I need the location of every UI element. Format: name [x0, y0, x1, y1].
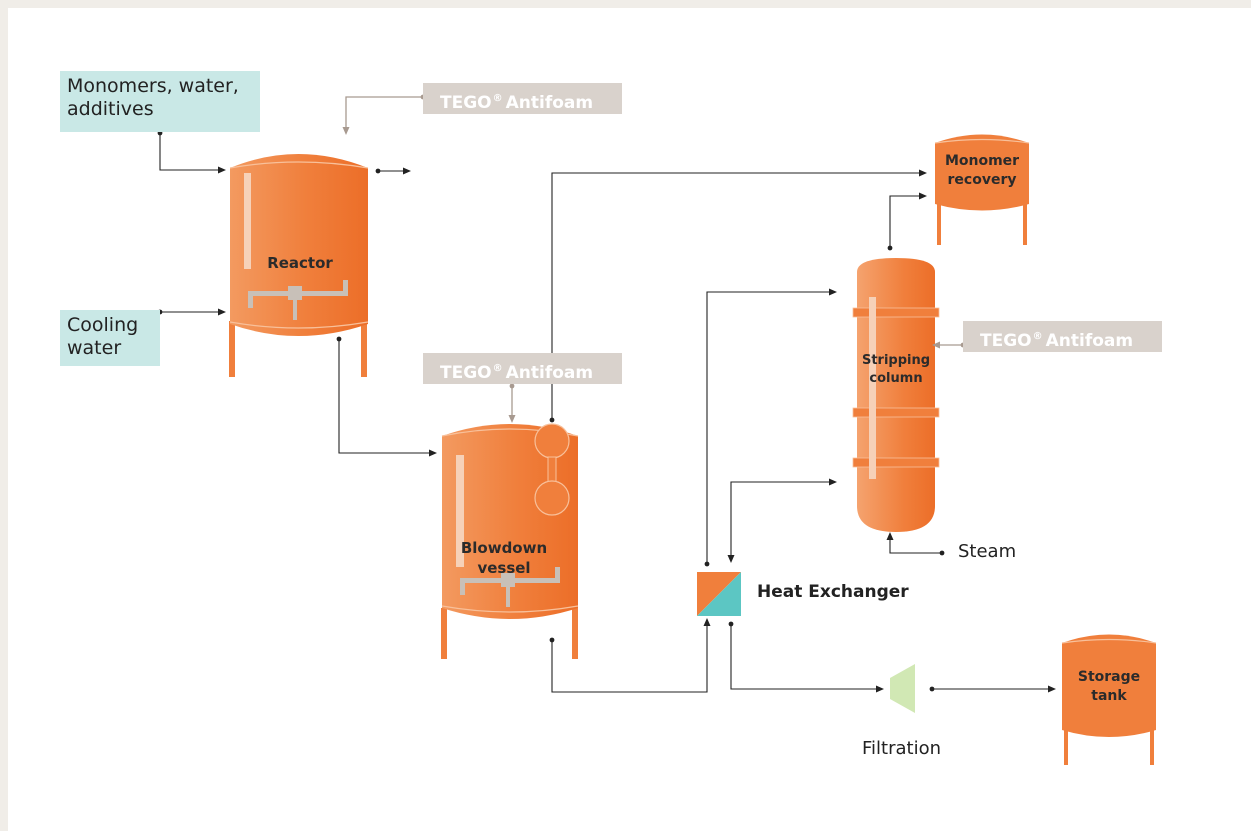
monomers-input-box: Monomers, water, additives [60, 71, 260, 132]
registered-mark: ® [1032, 331, 1043, 342]
stripping-column [852, 258, 940, 532]
registered-mark: ® [492, 93, 503, 104]
process-lines [159, 133, 1050, 693]
storage-label-line1: Storage [1077, 669, 1141, 685]
reactor-vessel [229, 154, 369, 377]
blowdown-vessel [441, 423, 579, 659]
monomer-recovery-label: Monomer recovery [932, 152, 1032, 190]
reactor-agitator [248, 280, 348, 320]
antifoam-product: Antifoam [1045, 331, 1134, 351]
registered-mark: ® [492, 363, 503, 374]
stripping-label-line2: column [869, 371, 923, 386]
process-diagram: Monomers, water, additives Cooling water… [8, 8, 1251, 831]
antifoam-brand: TEGO [440, 93, 492, 113]
storage-label-line2: tank [1091, 688, 1127, 704]
antifoam-tag-reactor: TEGO®Antifoam [423, 83, 622, 114]
cooling-water-label-line2: water [67, 337, 122, 359]
stripping-label-line1: Stripping [861, 353, 931, 368]
flow-diagram [157, 94, 1157, 765]
monomer-recovery-line2: recovery [947, 172, 1017, 188]
blowdown-agitator [460, 567, 560, 607]
heat-exchanger [697, 572, 741, 616]
antifoam-tag-stripping: TEGO®Antifoam [963, 321, 1162, 352]
storage-tank-label: Storage tank [1059, 668, 1159, 706]
antifoam-tag-blowdown: TEGO®Antifoam [423, 353, 622, 384]
reactor-label: Reactor [267, 254, 333, 272]
cooling-water-label-line1: Cooling [67, 314, 139, 336]
monomer-recovery-line1: Monomer [944, 153, 1020, 169]
monomer-recovery-tank [934, 134, 1030, 245]
antifoam-product: Antifoam [505, 93, 594, 113]
antifoam-brand: TEGO [440, 363, 492, 383]
process-dots [157, 130, 945, 692]
storage-tank [1061, 634, 1157, 765]
filtration-unit [890, 664, 915, 713]
antifoam-lines [345, 96, 963, 417]
antifoam-brand: TEGO [980, 331, 1032, 351]
stripping-column-label: Stripping column [846, 352, 946, 388]
process-arrowheads [218, 166, 1056, 693]
blowdown-vessel-label: Blowdown vessel [454, 538, 554, 578]
blowdown-label-line2: vessel [477, 559, 531, 577]
antifoam-product: Antifoam [505, 363, 594, 383]
steam-label: Steam [958, 541, 1017, 562]
blowdown-label-line1: Blowdown [460, 539, 548, 557]
monomers-label-line2: additives [67, 98, 154, 120]
heat-exchanger-label: Heat Exchanger [757, 582, 909, 602]
monomers-label-line1: Monomers, water, [67, 75, 239, 97]
cooling-water-input-box: Cooling water [60, 310, 160, 366]
filtration-label: Filtration [862, 738, 942, 759]
